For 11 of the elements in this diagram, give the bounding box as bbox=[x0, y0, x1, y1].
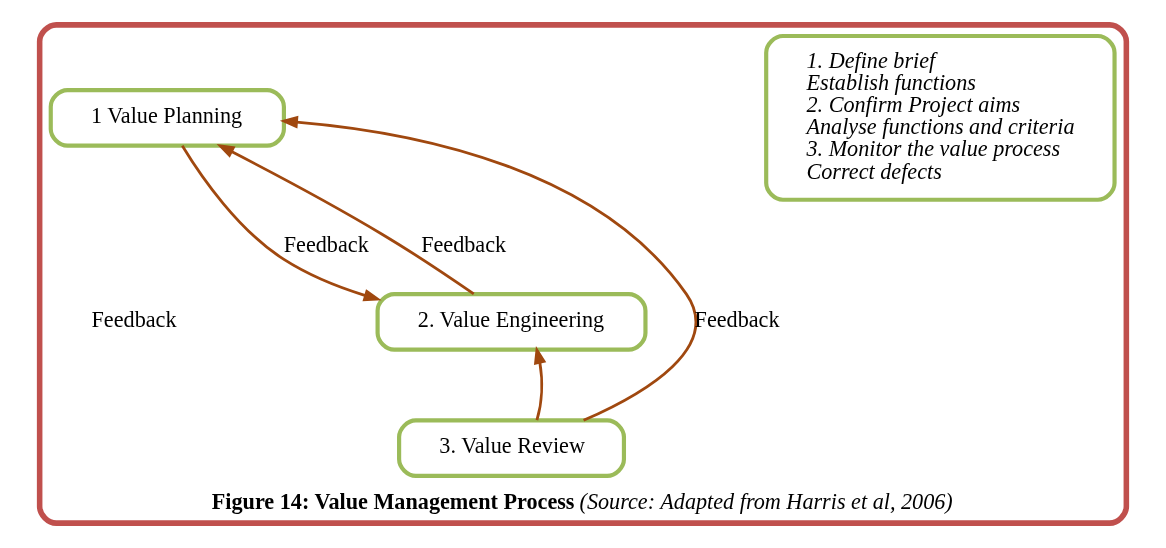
node-box: 2. Value Engineering bbox=[375, 292, 648, 352]
arrow bbox=[216, 143, 475, 296]
label: Feedback bbox=[91, 307, 177, 333]
edge-label: Feedback bbox=[421, 232, 507, 258]
arrow bbox=[279, 115, 698, 422]
arrow bbox=[181, 144, 382, 302]
node-box: 1 Value Planning bbox=[48, 88, 286, 148]
node-box: 1. Define brief Establish functions 2. Confirm Project aims Analyse functions and criteria 3. Monitor the value process Correct defects bbox=[764, 33, 1117, 202]
edge-label: Feedback bbox=[283, 232, 369, 258]
arrow bbox=[533, 345, 547, 421]
node-box: 3. Value Review bbox=[397, 418, 627, 478]
